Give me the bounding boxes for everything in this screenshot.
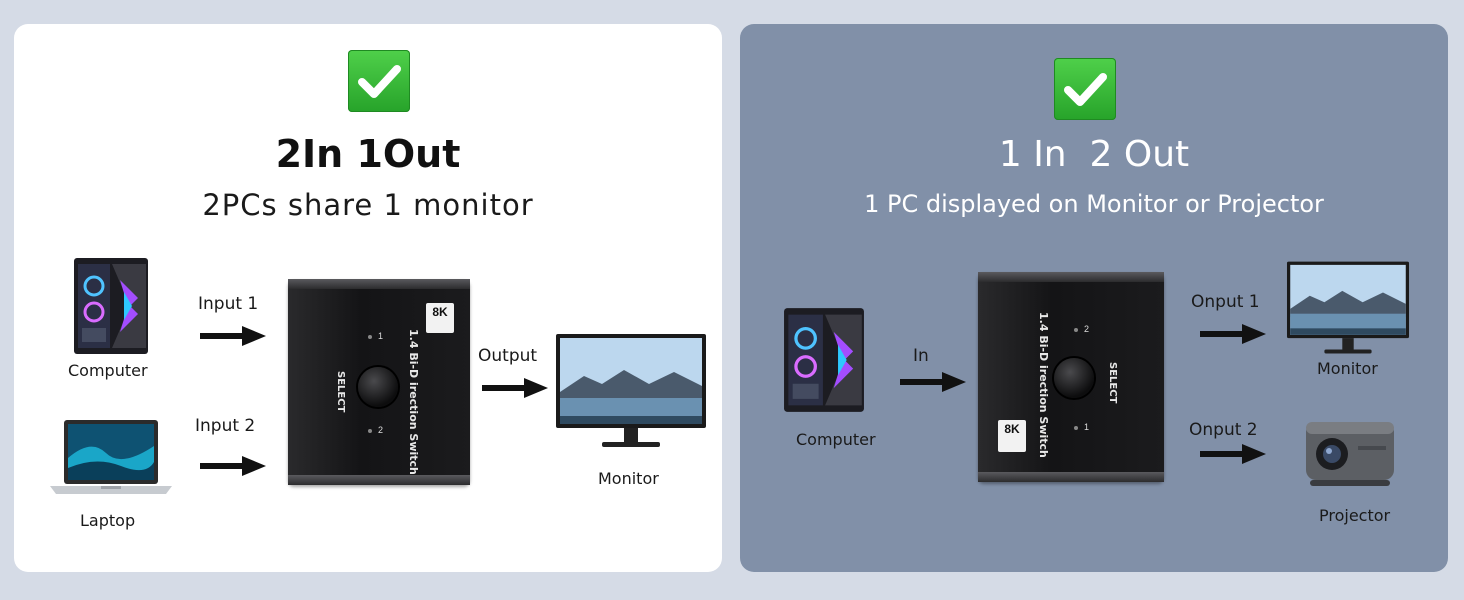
left-computer-label: Computer — [68, 361, 148, 380]
arrow-right-icon — [200, 456, 266, 476]
select-text: SELECT — [335, 371, 346, 413]
in-label: In — [913, 346, 929, 366]
left-monitor-label: Monitor — [598, 469, 659, 488]
hdmi-switch-icon: SELECT 1.4 Bi-D irection Switch 8K 2 1 — [978, 272, 1164, 482]
left-heading: 2In 1Out — [275, 132, 461, 176]
arrow-right-icon — [1200, 324, 1266, 344]
output1-label: Onput 1 — [1191, 292, 1260, 312]
arrow-right-icon — [900, 372, 966, 392]
select-button — [358, 367, 398, 407]
computer-tower-icon — [780, 306, 868, 419]
badge-text: 8K — [1004, 422, 1020, 436]
right-computer-label: Computer — [796, 430, 876, 449]
panel-1in-2out: 1 In 2 Out 1 PC displayed on Monitor or … — [740, 24, 1448, 572]
left-subheading: 2PCs share 1 monitor — [202, 188, 534, 222]
monitor-icon — [1285, 260, 1411, 361]
arrow-right-icon — [482, 378, 548, 398]
badge-text: 8K — [432, 305, 448, 319]
led-indicator — [368, 335, 372, 339]
led-indicator — [1074, 328, 1078, 332]
output2-label: Onput 2 — [1189, 420, 1258, 440]
hdmi-switch-icon: SELECT 1.4 Bi-D irection Switch 8K 1 2 — [288, 279, 470, 485]
model-text: 1.4 Bi-D irection Switch — [1037, 312, 1050, 458]
projector-icon — [1302, 416, 1398, 493]
laptop-icon — [46, 418, 176, 503]
select-button — [1054, 358, 1094, 398]
input2-label: Input 2 — [195, 416, 256, 436]
check-mark-icon — [1054, 58, 1116, 120]
model-text: 1.4 Bi-D irection Switch — [407, 329, 420, 475]
right-projector-label: Projector — [1319, 506, 1391, 525]
computer-tower-icon — [72, 256, 150, 361]
port-1-label: 1 — [1084, 422, 1090, 432]
check-mark-icon — [348, 50, 410, 112]
output-label: Output — [478, 346, 538, 366]
8k-badge: 8K — [426, 303, 454, 333]
right-subheading: 1 PC displayed on Monitor or Projector — [864, 190, 1324, 218]
arrow-right-icon — [200, 326, 266, 346]
port-2-label: 2 — [1084, 324, 1090, 334]
monitor-icon — [554, 332, 708, 455]
right-heading: 1 In 2 Out — [998, 134, 1190, 175]
select-text: SELECT — [1107, 362, 1118, 404]
port-2-label: 2 — [378, 425, 384, 435]
input1-label: Input 1 — [198, 294, 259, 314]
led-indicator — [368, 429, 372, 433]
arrow-right-icon — [1200, 444, 1266, 464]
port-1-label: 1 — [378, 331, 384, 341]
8k-badge: 8K — [998, 420, 1026, 452]
left-laptop-label: Laptop — [80, 511, 136, 530]
right-monitor-label: Monitor — [1317, 359, 1378, 378]
led-indicator — [1074, 426, 1078, 430]
panel-2in-1out: 2In 1Out 2PCs share 1 monitor Computer L… — [14, 24, 722, 572]
